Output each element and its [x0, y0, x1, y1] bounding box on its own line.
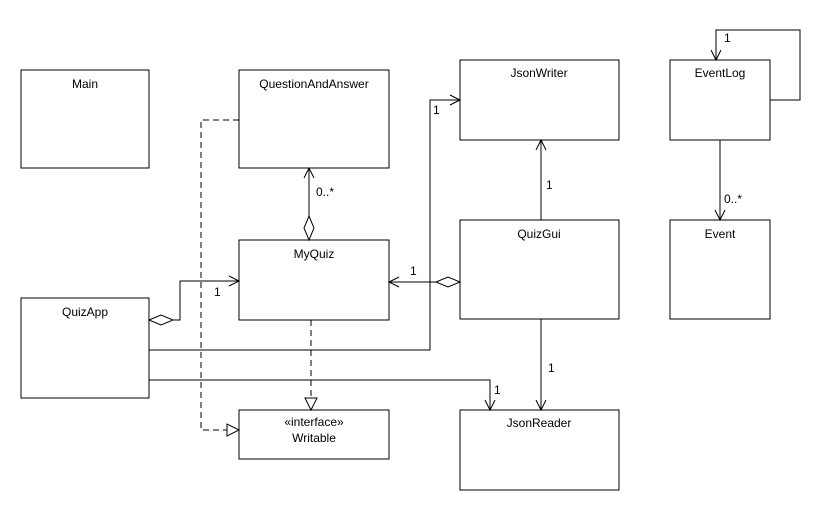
class-question-and-answer[interactable]: QuestionAndAnswer	[238, 69, 390, 169]
mult-my-quiz-to-question-and-answer: 0..*	[316, 185, 334, 199]
realization-triangle	[226, 423, 241, 437]
interface-writable-stereotype: «interface»	[284, 415, 344, 429]
interface-writable[interactable]: «interface» Writable	[238, 409, 390, 460]
class-question-and-answer-name: QuestionAndAnswer	[259, 77, 368, 91]
arrowhead-open	[535, 138, 547, 151]
assoc-quiz-app-to-json-writer: 1	[149, 94, 462, 351]
aggregation-quiz-gui-to-my-quiz: 1	[387, 264, 462, 288]
aggregation-diamond	[303, 214, 315, 242]
mult-quiz-app-to-json-writer: 1	[433, 103, 440, 117]
class-my-quiz[interactable]: MyQuiz	[238, 239, 390, 321]
class-quiz-gui-name: QuizGui	[517, 227, 560, 241]
mult-quiz-gui-to-json-reader: 1	[548, 361, 555, 375]
class-json-reader-name: JsonReader	[507, 416, 572, 430]
aggregation-quiz-app-to-my-quiz: 1	[147, 275, 241, 326]
arrowhead-open	[484, 399, 496, 412]
class-quiz-app[interactable]: QuizApp	[20, 297, 150, 399]
realization-question-and-answer-to-writable	[200, 119, 241, 437]
interface-writable-name: Writable	[292, 431, 336, 445]
class-event-log-name: EventLog	[695, 66, 746, 80]
class-my-quiz-name: MyQuiz	[294, 247, 335, 261]
assoc-quiz-gui-to-json-reader: 1	[535, 319, 555, 412]
realization-triangle	[304, 397, 318, 412]
arrowhead-open	[710, 49, 722, 62]
class-json-reader[interactable]: JsonReader	[459, 409, 620, 491]
assoc-quiz-gui-to-json-writer: 1	[535, 138, 553, 220]
aggregation-diamond	[147, 314, 175, 326]
class-main[interactable]: Main	[20, 69, 150, 169]
arrowhead-open	[387, 276, 400, 288]
mult-quiz-gui-to-my-quiz: 1	[410, 264, 417, 278]
mult-event-log-self: 1	[724, 31, 731, 45]
class-event-log[interactable]: EventLog	[669, 59, 771, 141]
class-event[interactable]: Event	[669, 219, 771, 320]
mult-event-log-to-event: 0..*	[724, 192, 742, 206]
mult-quiz-gui-to-json-writer: 1	[546, 178, 553, 192]
arrowhead-open	[714, 209, 726, 222]
realization-my-quiz-to-writable	[304, 320, 318, 412]
assoc-quiz-app-to-json-reader: 1	[149, 379, 501, 412]
class-main-name: Main	[72, 77, 98, 91]
aggregation-diamond	[434, 276, 462, 288]
arrowhead-open	[449, 94, 462, 106]
class-quiz-gui[interactable]: QuizGui	[459, 219, 620, 320]
assoc-event-log-self: 1	[710, 29, 801, 101]
aggregation-my-quiz-to-question-and-answer: 0..*	[303, 166, 334, 242]
class-event-name: Event	[705, 227, 736, 241]
class-quiz-app-name: QuizApp	[62, 305, 108, 319]
class-json-writer[interactable]: JsonWriter	[459, 59, 620, 141]
mult-quiz-app-to-my-quiz: 1	[214, 285, 221, 299]
arrowhead-open	[303, 166, 315, 179]
arrowhead-open	[228, 275, 241, 287]
mult-quiz-app-to-json-reader: 1	[494, 383, 501, 397]
class-json-writer-name: JsonWriter	[510, 66, 567, 80]
assoc-event-log-to-event: 0..*	[714, 140, 742, 222]
arrowhead-open	[535, 399, 547, 412]
